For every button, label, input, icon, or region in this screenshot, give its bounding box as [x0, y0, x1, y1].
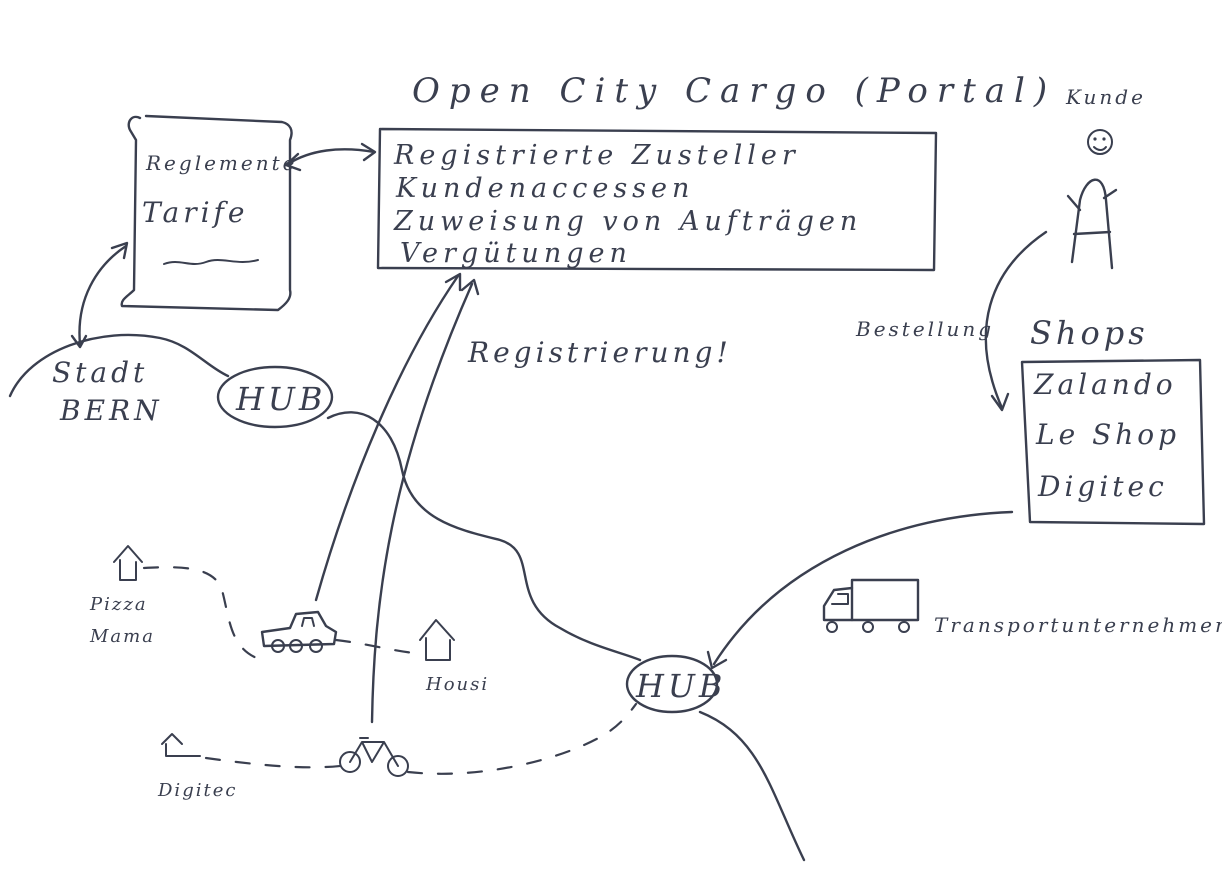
place-pizza-line2: Mama [89, 626, 155, 647]
registration-arrow-bike [370, 282, 474, 724]
registration-arrow-car [314, 274, 460, 602]
portal-item-kundenaccessen: Kundenaccessen [395, 173, 694, 204]
car-icon [260, 610, 338, 653]
bestellung-arrowhead [990, 392, 1010, 412]
bestellung-label: Bestellung [855, 317, 994, 341]
scroll-squiggle [163, 259, 259, 265]
registration-arrowhead-bike [460, 278, 480, 296]
hub-top-label: HUB [235, 380, 326, 418]
place-housi: Housi [425, 674, 489, 695]
kunde-label: Kunde [1065, 85, 1146, 109]
road-hub-to-hub [326, 411, 642, 662]
road-hub-south [698, 710, 806, 862]
hub-bottom-label: HUB [635, 667, 726, 705]
hub-top-ellipse [216, 365, 334, 429]
shop-item-digitec: Digitec [1037, 470, 1168, 503]
transportunternehmen-label: Transportunternehmen [934, 613, 1222, 637]
scroll-reglemente: Reglemente [145, 151, 297, 175]
registrierung-label: Registrierung! [467, 336, 732, 369]
route-car-to-housi [334, 638, 426, 656]
kunde-figure-icon [1066, 129, 1118, 270]
shop-item-le-shop: Le Shop [1035, 418, 1180, 451]
route-digitec-to-bike [204, 756, 342, 769]
registration-arrowhead-car [444, 272, 462, 292]
portal-title: Open City Cargo (Portal) [412, 71, 1056, 111]
shops-title: Shops [1030, 314, 1149, 352]
bicycle-icon [339, 737, 409, 777]
portal-box [376, 127, 938, 272]
scroll-document [120, 114, 293, 312]
stadt-scroll-arrow [78, 244, 128, 346]
stadt-label-line2: BERN [59, 394, 163, 427]
shops-to-hub-arrow [712, 510, 1014, 666]
route-pizza-to-car [142, 566, 264, 662]
shops-box [1020, 358, 1206, 526]
stadt-boundary [8, 333, 230, 398]
hub-bottom-ellipse [625, 654, 719, 714]
scroll-tarife: Tarife [142, 196, 248, 229]
stadt-label-line1: Stadt [52, 356, 148, 389]
scroll-portal-arrowhead-right [360, 142, 377, 162]
shops-to-hub-arrowhead [706, 650, 728, 670]
portal-item-verguetungen: Vergütungen [400, 238, 632, 269]
place-digitec: Digitec [157, 780, 237, 801]
scroll-portal-arrowhead-left [284, 152, 302, 172]
portal-item-registrierte-zusteller: Registrierte Zusteller [393, 140, 800, 171]
portal-item-zuweisung: Zuweisung von Aufträgen [393, 206, 862, 237]
house-digitec-icon [161, 733, 201, 757]
shop-item-zalando: Zalando [1033, 368, 1177, 401]
stadt-scroll-arrowhead-top [110, 241, 129, 260]
place-pizza-line1: Pizza [89, 594, 148, 615]
scroll-portal-arrow [286, 148, 376, 166]
truck-icon [822, 578, 920, 633]
route-bike-to-hub [406, 702, 638, 775]
bestellung-arrow [984, 230, 1048, 410]
house-pizza-mama-icon [113, 545, 143, 581]
house-housi-icon [419, 619, 455, 661]
